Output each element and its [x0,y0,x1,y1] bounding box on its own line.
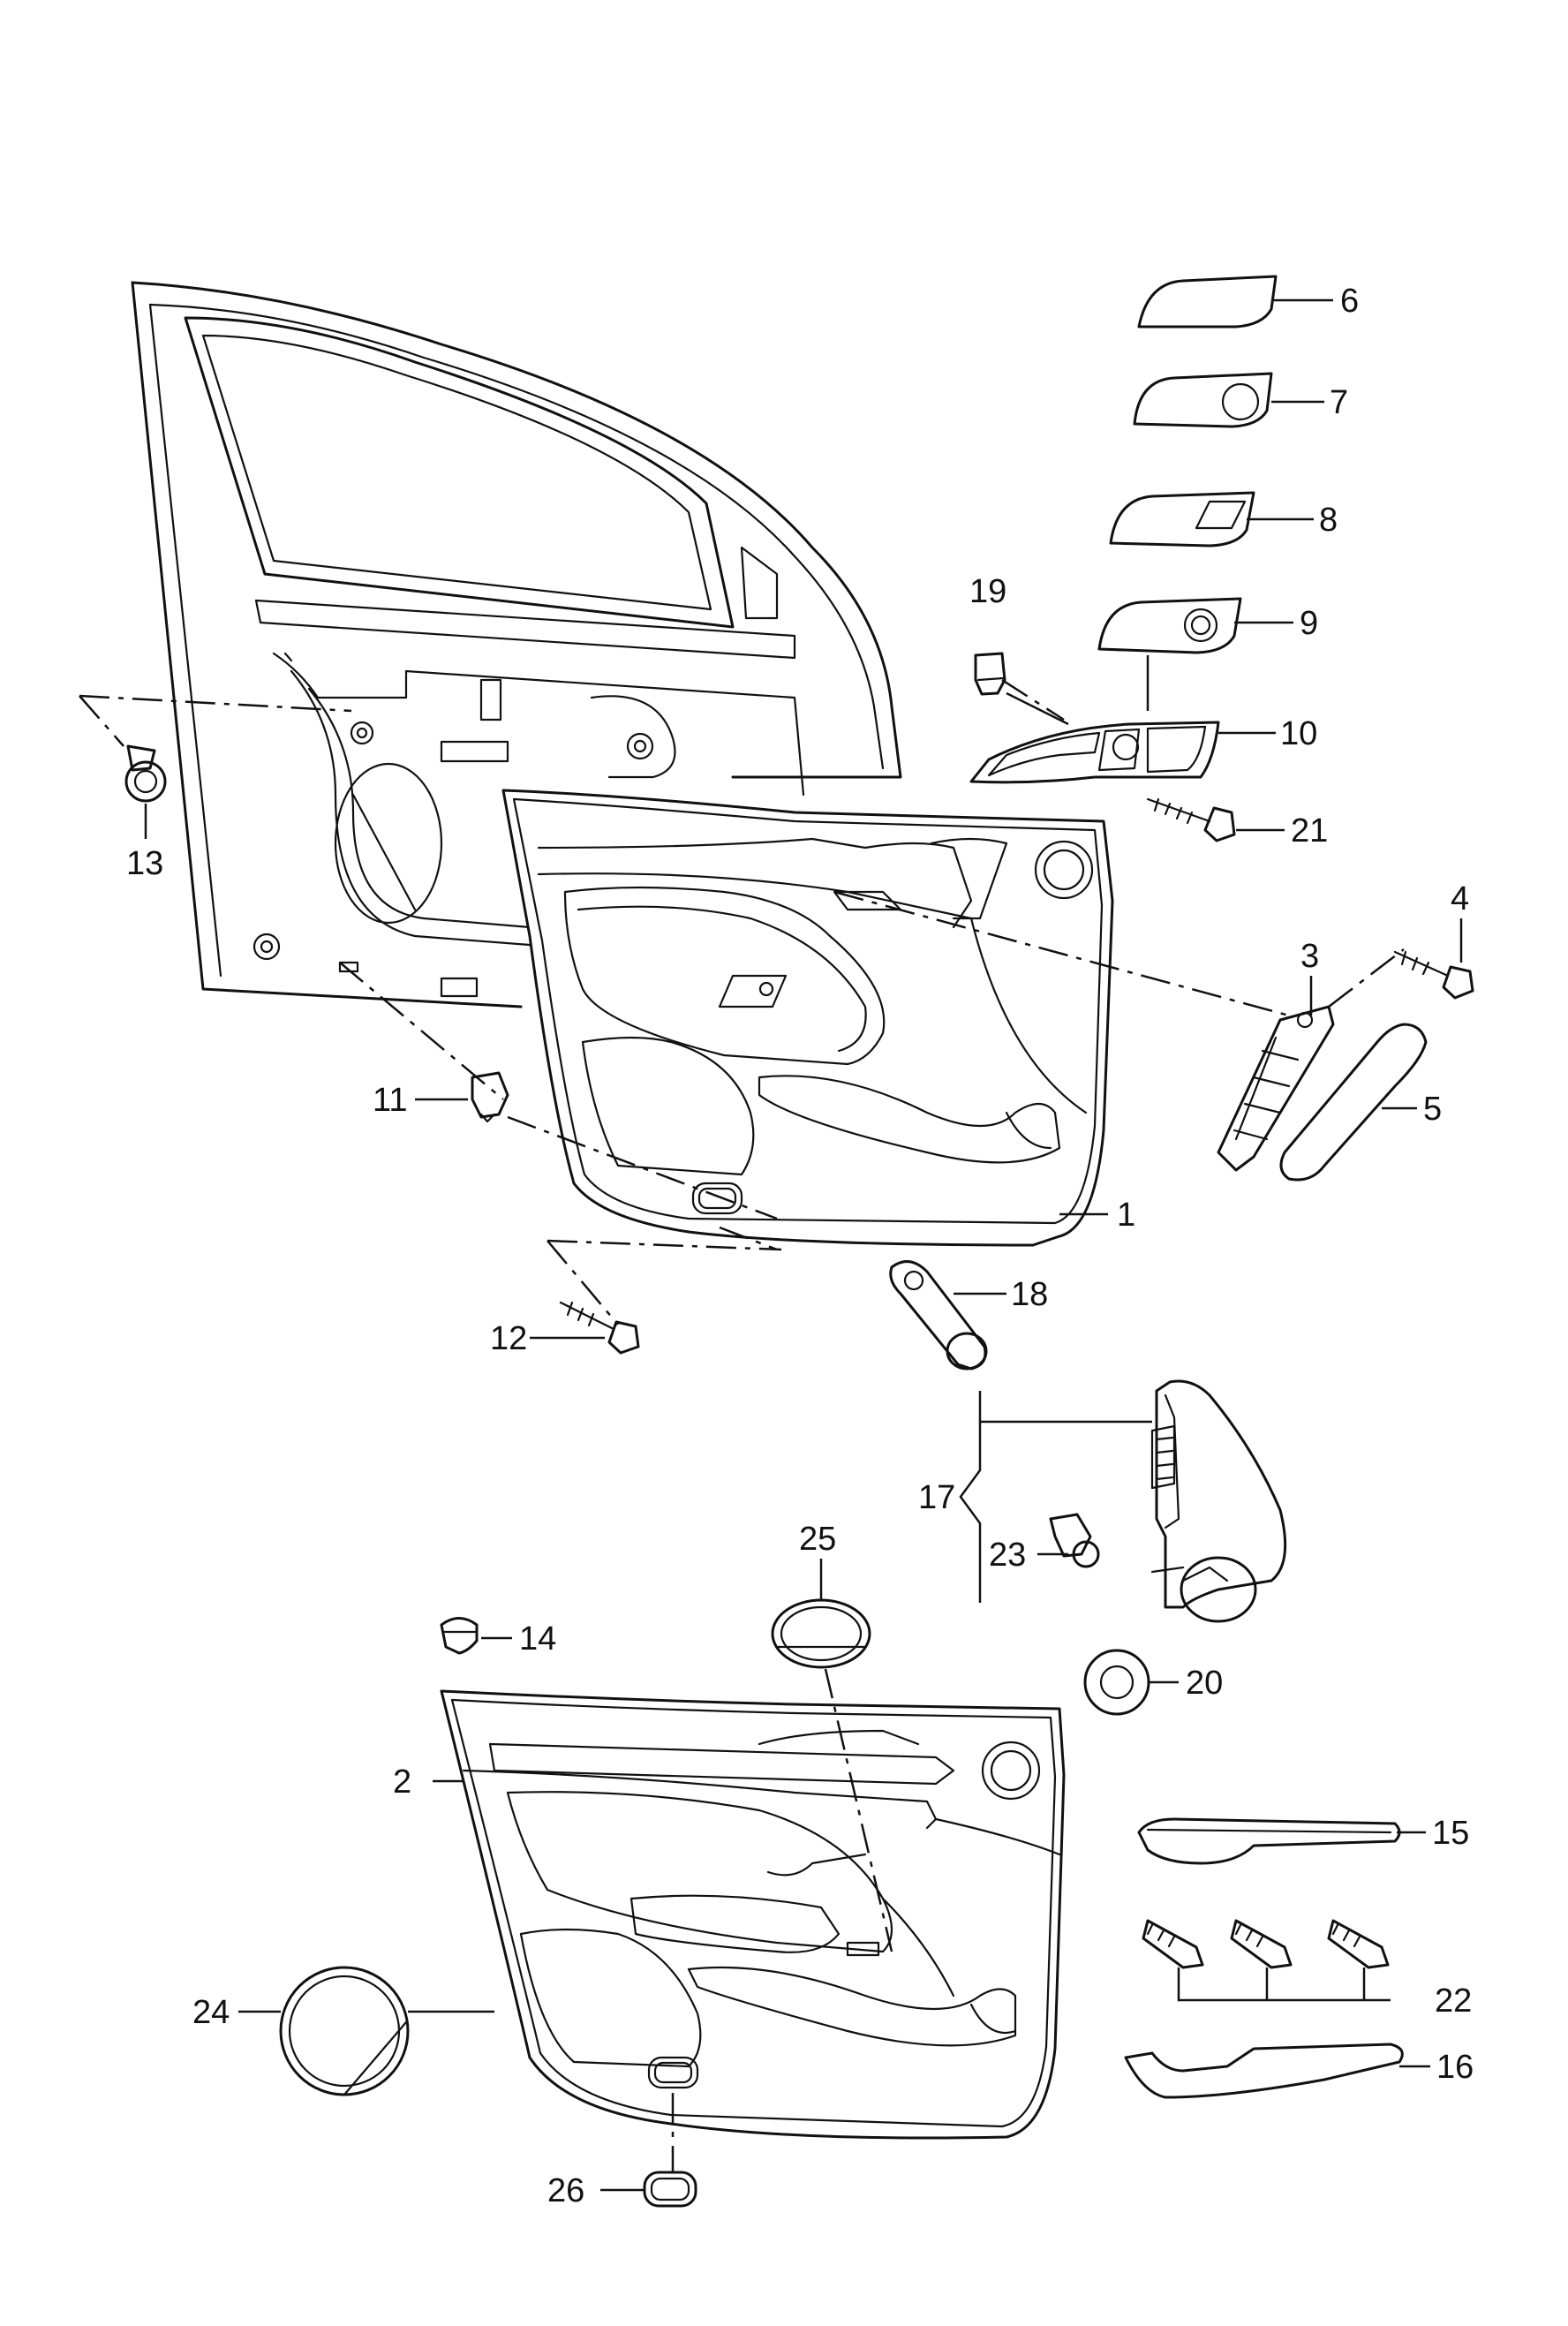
callout-25: 25 [799,1521,836,1558]
cap-26 [643,2171,697,2208]
trim-insert-9 [1097,597,1242,654]
callout-13: 13 [126,845,163,882]
callout-7: 7 [1330,384,1348,421]
callout-24: 24 [192,1994,230,2031]
trim-strip-16 [1124,2043,1404,2099]
callout-22: 22 [1435,1982,1472,2020]
callout-9: 9 [1300,605,1318,642]
callout-4: 4 [1451,880,1469,918]
speaker-grille-24 [279,1966,410,2096]
door-shell [131,281,902,1008]
callout-26: 26 [547,2172,584,2209]
speaker-ring-25 [771,1598,871,1669]
trim-insert-6 [1137,275,1278,329]
callout-3: 3 [1300,938,1319,975]
screw-12 [559,1301,640,1355]
callout-16: 16 [1436,2049,1474,2086]
trim-insert-8 [1109,491,1255,548]
callout-23: 23 [989,1537,1026,1574]
washer-20 [1083,1649,1150,1716]
screw-22a [1142,1919,1204,1969]
clip-14 [440,1617,479,1655]
callout-20: 20 [1186,1665,1223,1702]
assembly-guide-lines [79,678,1405,2172]
screw-22b [1230,1919,1293,1969]
screw-4 [1393,950,1474,1000]
door-trim-panel-2 [440,1689,1066,2140]
callout-labels: 6 7 8 9 19 10 21 4 3 5 1 13 11 18 12 17 … [126,283,1474,2209]
callout-12: 12 [490,1320,527,1357]
trim-strip-15 [1137,1817,1401,1865]
armrest-17 [1150,1379,1287,1623]
clip-13 [124,744,167,803]
screw-21 [1146,797,1236,842]
callout-8: 8 [1319,502,1338,539]
retaining-clip-19 [974,652,1006,696]
callout-21: 21 [1291,812,1328,850]
trim-strip-5 [1279,1023,1428,1182]
callout-5: 5 [1423,1091,1442,1128]
leader-lines [144,298,1463,2192]
callout-2: 2 [393,1763,411,1801]
callout-17: 17 [918,1479,955,1516]
mounting-bracket-3 [1217,1005,1335,1172]
callout-1: 1 [1117,1197,1135,1234]
handle-bezel-10 [969,721,1220,784]
callout-10: 10 [1280,715,1317,752]
callout-18: 18 [1011,1276,1048,1313]
callout-11: 11 [373,1082,407,1119]
callout-14: 14 [519,1620,556,1658]
callout-19: 19 [969,573,1006,610]
window-crank-18 [889,1260,988,1371]
clip-11 [471,1071,509,1123]
clip-23 [1049,1513,1100,1568]
trim-insert-7 [1133,372,1273,428]
callout-15: 15 [1432,1815,1469,1852]
screw-22c [1327,1919,1390,1969]
door-trim-panel-1 [501,789,1114,1247]
callout-6: 6 [1340,283,1359,320]
